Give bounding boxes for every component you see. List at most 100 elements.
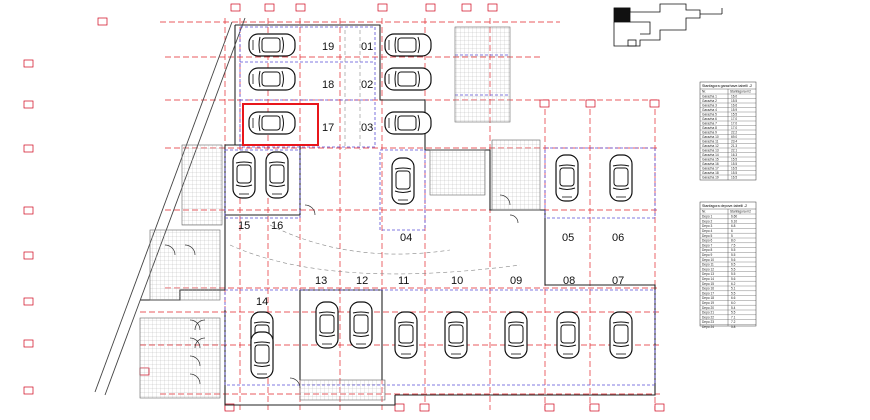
- depot-row-name: Depo 24: [702, 325, 714, 329]
- garage-row-area: 15.5: [731, 112, 737, 116]
- depot-row-area: 7.5: [731, 243, 736, 247]
- depot-row-area: 6.5: [731, 263, 736, 267]
- garages-col-area: Stanfagora m2: [730, 90, 751, 94]
- garage-row-name: Garazha 3: [702, 103, 717, 107]
- depot-row-name: Depo 9: [702, 253, 713, 257]
- depot-row-name: Depo 17: [702, 291, 714, 295]
- garage-row-name: Garazha 4: [702, 108, 717, 112]
- garage-row-area: 15.5: [731, 171, 737, 175]
- space-label: 05: [562, 232, 574, 244]
- depot-row-name: Depo 14: [702, 277, 714, 281]
- depot-row-area: 7.1: [731, 315, 736, 319]
- key-plan-thumbnail: [613, 3, 723, 47]
- garage-row-area: 17.0: [731, 117, 737, 121]
- depot-row-name: Depo 22: [702, 315, 714, 319]
- depot-row-area: 5.5: [731, 267, 736, 271]
- depot-row-name: Depo 15: [702, 282, 714, 286]
- garage-row-name: Garazha 15: [702, 157, 719, 161]
- space-label: 04: [400, 232, 412, 244]
- space-numbers: 19 01 18 02 17 03 15 16 04 05 06 13 12 1…: [238, 41, 624, 308]
- space-label: 11: [398, 275, 409, 287]
- depot-row-area: 6.2: [731, 282, 736, 286]
- depot-row-name: Depo 8: [702, 248, 713, 252]
- garage-row-area: 17.0: [731, 126, 737, 130]
- garage-row-area: 16.6: [731, 103, 737, 107]
- garage-row-area: 15.5: [731, 99, 737, 103]
- garage-row-area: 21.3: [731, 144, 737, 148]
- hatched-areas: [139, 26, 541, 401]
- depot-row-area: 6.0: [731, 301, 736, 305]
- garage-row-name: Garazha 14: [702, 153, 719, 157]
- space-label: 16: [271, 220, 283, 232]
- depot-row-area: 5.5: [731, 253, 736, 257]
- depot-row-name: Depo 13: [702, 272, 714, 276]
- depots-col-nr: Nr.: [702, 210, 706, 214]
- depot-row-area: 6: [731, 229, 733, 233]
- garage-row-name: Garazha 13: [702, 148, 719, 152]
- garages-col-nr: Nr.: [702, 90, 706, 94]
- garage-row-name: Garazha 1: [702, 94, 717, 98]
- garage-row-name: Garazha 9: [702, 130, 717, 134]
- highlighted-space-marker: [242, 103, 319, 146]
- depots-col-area: Stanfagora m2: [730, 210, 751, 214]
- garage-row-name: Garazha 16: [702, 162, 719, 166]
- depot-row-area: 5.6: [731, 258, 736, 262]
- garage-row-area: 15.5: [731, 162, 737, 166]
- space-label: 08: [563, 275, 575, 287]
- garage-row-name: Garazha 2: [702, 99, 717, 103]
- axis-markers: [23, 3, 665, 412]
- depot-row-name: Depo 23: [702, 320, 714, 324]
- space-label: 01: [361, 41, 373, 53]
- depots-area-table: Stanfagora depove-tabelli -2 Nr. Stanfag…: [699, 201, 757, 329]
- garage-row-area: 16.5: [731, 175, 737, 179]
- space-label: 10: [451, 275, 463, 287]
- parked-cars: [232, 33, 633, 379]
- garage-row-name: Garazha 5: [702, 112, 717, 116]
- depot-row-name: Depo 10: [702, 258, 714, 262]
- garage-row-area: 16.0: [731, 94, 737, 98]
- space-label: 17: [322, 122, 334, 134]
- driving-aisles: [229, 30, 521, 275]
- depot-row-name: Depo 5: [702, 234, 713, 238]
- garages-area-table: Stanfagora garazhave-tabelli -2 Nr. Stan…: [699, 81, 757, 181]
- depot-row-area: 8.0: [731, 239, 736, 243]
- depot-row-area: 5.6: [731, 277, 736, 281]
- depot-row-area: 5: [731, 234, 733, 238]
- depot-row-area: 5.5: [731, 291, 736, 295]
- space-label: 03: [361, 122, 373, 134]
- site-edge: [94, 17, 246, 396]
- space-label: 19: [322, 41, 334, 53]
- garage-row-name: Garazha 19: [702, 175, 719, 179]
- space-label: 14: [256, 296, 268, 308]
- depot-row-area: 6.6: [731, 296, 736, 300]
- garage-row-area: 22.2: [731, 130, 737, 134]
- space-label: 06: [612, 232, 624, 244]
- garage-row-area: 16.3: [731, 153, 737, 157]
- space-label: 15: [238, 220, 250, 232]
- door-swings: [164, 194, 519, 389]
- depot-row-name: Depo 18: [702, 296, 714, 300]
- depot-row-area: 5.5: [731, 272, 736, 276]
- garage-row-name: Garazha 12: [702, 144, 719, 148]
- depot-row-name: Depo 3: [702, 224, 713, 228]
- depot-row-name: Depo 16: [702, 287, 714, 291]
- garage-row-name: Garazha 10: [702, 135, 719, 139]
- depot-row-name: Depo 2: [702, 219, 713, 223]
- garages-table-title: Stanfagora garazhave-tabelli -2: [702, 84, 752, 88]
- depot-row-area: 6.8: [731, 224, 736, 228]
- depot-row-name: Depo 11: [702, 263, 714, 267]
- garage-row-name: Garazha 18: [702, 171, 719, 175]
- garage-row-name: Garazha 6: [702, 117, 717, 121]
- depot-row-area: 5.4: [731, 306, 736, 310]
- garage-row-name: Garazha 7: [702, 121, 717, 125]
- garage-row-area: 17.0: [731, 121, 737, 125]
- depot-row-area: 5.5: [731, 248, 736, 252]
- space-label: 18: [322, 79, 334, 91]
- garage-row-area: 23.4: [731, 139, 737, 143]
- garage-row-name: Garazha 8: [702, 126, 717, 130]
- depot-row-name: Depo 1: [702, 215, 713, 219]
- depot-row-name: Depo 21: [702, 311, 714, 315]
- depot-row-name: Depo 7: [702, 243, 713, 247]
